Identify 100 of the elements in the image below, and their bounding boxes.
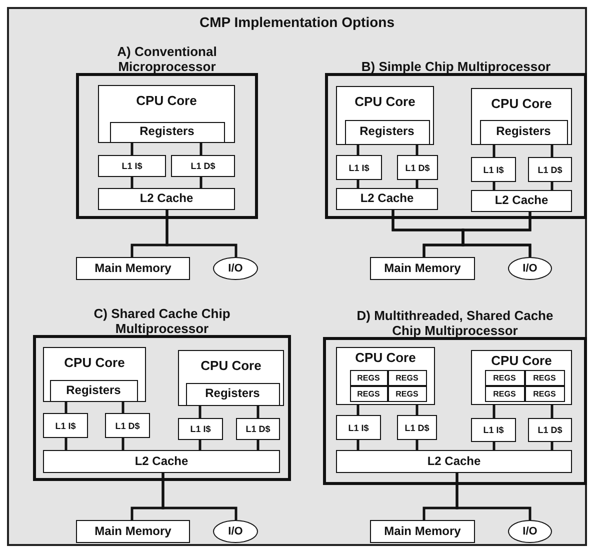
cpu-core-box — [471, 88, 572, 145]
l1-cache-box — [397, 155, 438, 180]
cpu-core-box — [43, 347, 146, 402]
memory-label: Main Memory — [94, 262, 172, 276]
cache-label: L1 I$ — [348, 162, 370, 173]
register-set-label: REGS — [394, 388, 420, 398]
cache-label: L1 D$ — [190, 160, 216, 172]
io-label: I/O — [227, 525, 244, 538]
register-set-box — [484, 370, 524, 386]
connector-line — [64, 438, 68, 450]
connector-line — [416, 180, 418, 188]
l1-cache-box — [336, 415, 381, 440]
register-set-label: REGS — [492, 388, 517, 398]
l1-cache-box — [98, 155, 166, 177]
l1-cache-box — [528, 157, 572, 182]
core-label: CPU Core — [354, 95, 416, 110]
cpu-core-box — [471, 350, 572, 405]
connector-line — [130, 177, 134, 188]
cache-label: L1 D$ — [244, 424, 272, 434]
connector-line — [492, 442, 496, 450]
connector-line — [416, 405, 418, 415]
registers-box — [110, 122, 224, 142]
registers-label: Registers — [138, 125, 196, 139]
l1-cache-box — [43, 413, 88, 438]
core-label: CPU Core — [200, 359, 262, 374]
memory-label: Main Memory — [383, 524, 462, 538]
connector-line — [550, 405, 554, 418]
io-label: I/O — [522, 525, 538, 538]
core-label: CPU Core — [63, 356, 126, 371]
main-memory-box — [370, 257, 475, 280]
connector-line — [64, 402, 68, 413]
connector-line — [122, 402, 124, 413]
registers-label: Registers — [358, 125, 416, 139]
register-set-box — [388, 370, 426, 386]
connector-line — [416, 440, 418, 450]
chip-heading: A) Conventional Microprocessor — [116, 44, 218, 75]
diagram-title: CMP Implementation Options — [198, 14, 396, 31]
l2-cache-box — [98, 188, 235, 210]
connector-line — [462, 212, 532, 257]
io-label: I/O — [522, 262, 538, 275]
main-memory-box — [76, 257, 190, 280]
register-set-label: REGS — [532, 372, 557, 382]
cache-label: L2 Cache — [138, 192, 194, 206]
l1-cache-box — [336, 155, 382, 180]
connector-line — [356, 440, 360, 450]
connector-line — [200, 143, 202, 155]
register-set-label: REGS — [492, 372, 517, 382]
core-label: CPU Core — [135, 94, 198, 109]
cache-label: L1 D$ — [404, 162, 431, 173]
register-set-label: REGS — [394, 372, 420, 382]
register-set-box — [350, 386, 388, 402]
cache-label: L2 Cache — [494, 194, 550, 208]
core-label: CPU Core — [490, 354, 553, 369]
cache-label: L2 Cache — [359, 192, 415, 206]
memory-label: Main Memory — [383, 262, 462, 276]
connector-line — [456, 473, 532, 520]
connector-line — [416, 145, 418, 155]
connector-line — [200, 177, 202, 188]
connector-line — [166, 210, 238, 257]
connector-line — [130, 143, 134, 155]
core-label: CPU Core — [490, 97, 553, 112]
cpu-core-box — [336, 347, 435, 405]
cpu-core-box — [178, 350, 284, 406]
chip-heading: B) Simple Chip Multiprocessor — [360, 59, 552, 75]
connector-line — [550, 442, 554, 450]
l2-cache-box — [336, 450, 572, 473]
registers-label: Registers — [495, 125, 552, 139]
connector-line — [356, 180, 360, 188]
cache-label: L1 I$ — [54, 420, 77, 431]
cache-label: L1 D$ — [536, 424, 564, 436]
connector-line — [550, 145, 554, 157]
registers-box — [186, 382, 280, 406]
l1-cache-box — [178, 418, 223, 440]
connector-line — [256, 406, 260, 418]
io-label: I/O — [227, 262, 244, 275]
l1-cache-box — [471, 157, 516, 182]
cache-label: L1 I$ — [482, 424, 505, 436]
core-label: CPU Core — [354, 351, 417, 366]
cache-label: L1 I$ — [347, 422, 370, 433]
connector-line — [198, 406, 202, 418]
registers-label: Registers — [204, 387, 261, 401]
cache-label: L1 I$ — [120, 160, 144, 172]
connector-line — [356, 405, 360, 415]
connector-line — [550, 182, 554, 190]
l1-cache-box — [397, 415, 437, 440]
l1-cache-box — [528, 418, 572, 442]
cache-label: L1 I$ — [482, 164, 505, 175]
l2-cache-box — [336, 188, 438, 210]
register-set-label: REGS — [356, 388, 381, 398]
register-set-box — [388, 386, 426, 402]
chip-heading: D) Multithreaded, Shared Cache Chip Multiprocessor — [356, 308, 554, 339]
registers-label: Registers — [65, 384, 122, 398]
l1-cache-box — [105, 413, 150, 438]
cache-label: L1 D$ — [536, 164, 564, 175]
l1-cache-box — [236, 418, 280, 440]
cpu-core-box — [336, 86, 434, 145]
register-set-box — [484, 386, 524, 402]
registers-box — [344, 120, 430, 144]
memory-label: Main Memory — [94, 524, 172, 538]
connector-line — [492, 145, 496, 157]
